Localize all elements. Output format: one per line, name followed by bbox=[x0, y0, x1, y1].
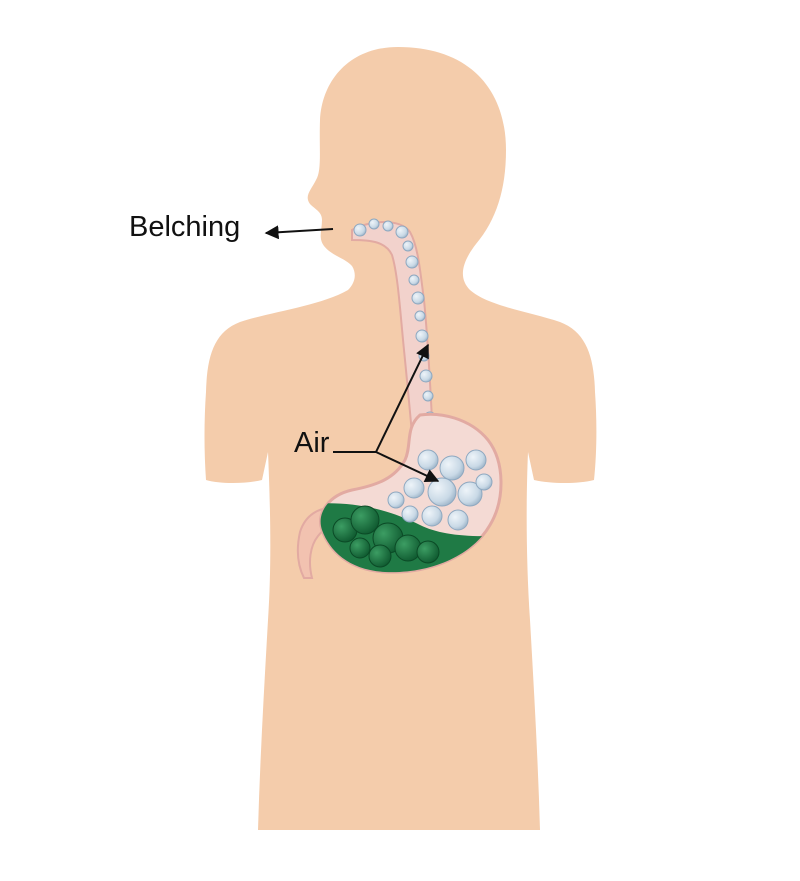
stomach-air-bubbles bbox=[387, 449, 493, 531]
air-label: Air bbox=[294, 427, 330, 459]
esophagus-air-bubbles bbox=[353, 218, 438, 444]
stomach bbox=[296, 412, 503, 579]
human-torso-silhouette bbox=[204, 47, 597, 830]
belching-arrow-icon bbox=[264, 225, 334, 240]
air-arrow-up-icon bbox=[375, 343, 429, 453]
esophagus bbox=[351, 218, 446, 461]
stomach-contents-bubbles bbox=[332, 505, 440, 568]
air-arrow-stomach-icon bbox=[375, 451, 440, 483]
belching-label: Belching bbox=[129, 211, 241, 243]
arrows bbox=[264, 225, 440, 483]
